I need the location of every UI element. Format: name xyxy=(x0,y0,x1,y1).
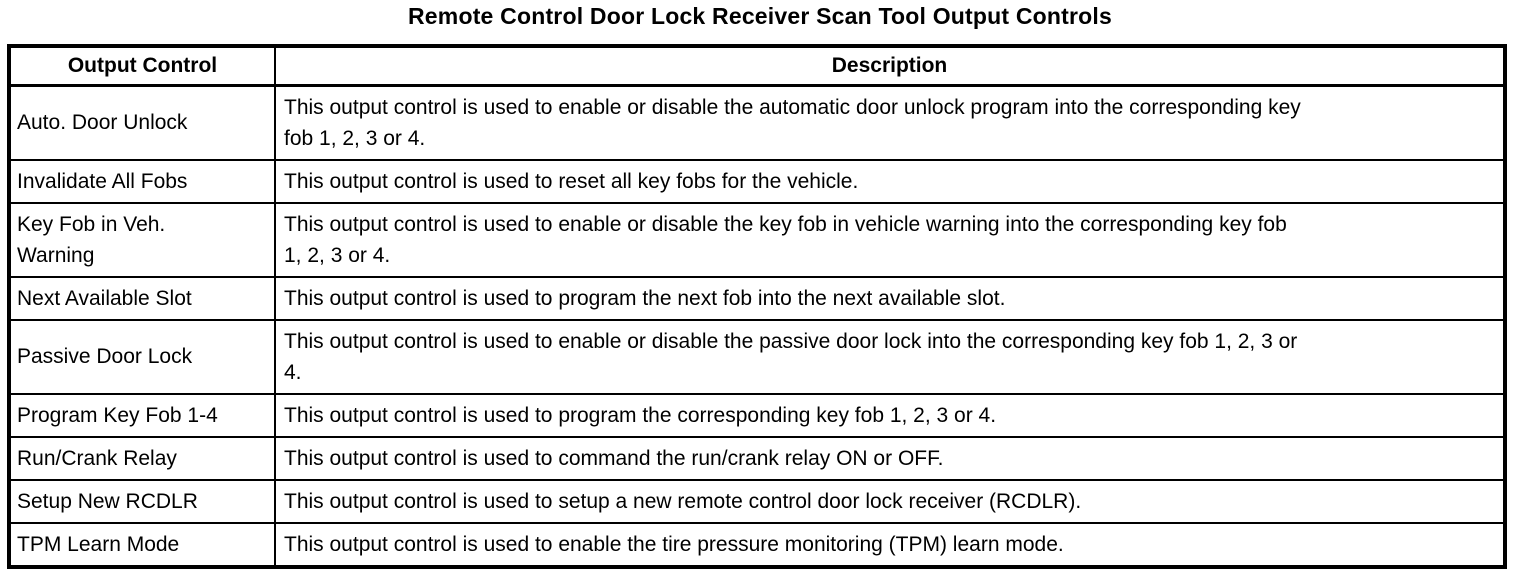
output-control-cell: Passive Door Lock xyxy=(8,318,276,395)
output-control-cell: Auto. Door Unlock xyxy=(8,84,276,161)
page-title: Remote Control Door Lock Receiver Scan T… xyxy=(408,3,1112,29)
column-header-output-control: Output Control xyxy=(8,45,276,87)
description-cell: This output control is used to program t… xyxy=(274,275,1506,321)
description-cell: This output control is used to reset all… xyxy=(274,158,1506,204)
output-control-cell: TPM Learn Mode xyxy=(8,521,276,568)
description-cell: This output control is used to enable th… xyxy=(274,521,1506,568)
description-cell: This output control is used to enable or… xyxy=(274,84,1506,161)
description-cell: This output control is used to program t… xyxy=(274,392,1506,438)
description-cell: This output control is used to enable or… xyxy=(274,318,1506,395)
description-cell: This output control is used to enable or… xyxy=(274,201,1506,278)
description-cell: This output control is used to setup a n… xyxy=(274,478,1506,524)
output-control-cell: Setup New RCDLR xyxy=(8,478,276,524)
header-row: Output Control Description xyxy=(8,45,1506,87)
output-control-cell: Key Fob in Veh. Warning xyxy=(8,201,276,278)
column-header-description: Description xyxy=(274,45,1506,87)
description-cell: This output control is used to command t… xyxy=(274,435,1506,481)
output-control-cell: Next Available Slot xyxy=(8,275,276,321)
output-control-cell: Program Key Fob 1-4 xyxy=(8,392,276,438)
output-control-cell: Invalidate All Fobs xyxy=(8,158,276,204)
output-controls-table: Output Control Description Auto. Door Un… xyxy=(7,44,1507,569)
output-control-cell: Run/Crank Relay xyxy=(8,435,276,481)
